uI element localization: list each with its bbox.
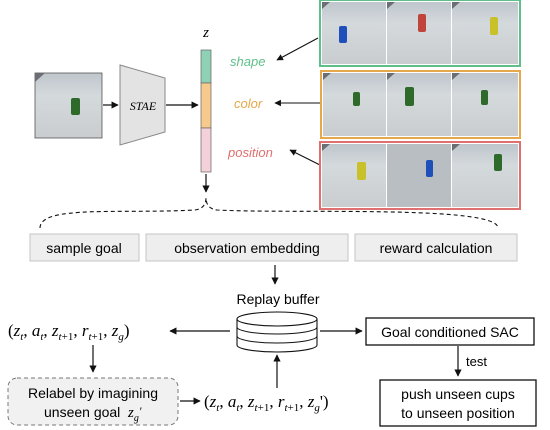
input-observation-image bbox=[34, 72, 103, 139]
sac-label: Goal conditioned SAC bbox=[381, 324, 519, 340]
relabel-goal-symbol: zg' bbox=[127, 404, 142, 424]
result-line1: push unseen cups bbox=[401, 386, 515, 402]
relabel-line1: Relabel by imagining bbox=[28, 385, 158, 401]
shape-image-row bbox=[319, 0, 521, 67]
sac-box: Goal conditioned SAC bbox=[365, 317, 535, 346]
latent-color-segment bbox=[200, 82, 212, 129]
tuple-bottom: (zt, at, zt+1, rt+1, zg') bbox=[204, 392, 329, 414]
module-observation-embedding: observation embedding bbox=[145, 233, 349, 262]
test-label: test bbox=[466, 354, 487, 369]
latent-vector bbox=[200, 49, 212, 173]
latent-shape-segment bbox=[200, 49, 212, 84]
tuple-left: (zt, at, zt+1, rt+1, zg) bbox=[8, 321, 130, 343]
factor-label-shape: shape bbox=[230, 54, 265, 69]
cup-red bbox=[418, 14, 426, 32]
encoder-block: STAE bbox=[119, 64, 166, 146]
latent-position-segment bbox=[200, 127, 212, 173]
module-sample-goal-label: sample goal bbox=[46, 240, 122, 256]
color-image-row bbox=[320, 70, 521, 139]
position-image-row bbox=[319, 141, 521, 210]
result-box: push unseen cups to unseen position bbox=[379, 379, 537, 427]
latent-label: z bbox=[202, 25, 209, 41]
cup-yellow bbox=[490, 17, 498, 35]
encoder-label: STAE bbox=[130, 99, 157, 113]
arrow-shape-row bbox=[276, 37, 319, 61]
relabel-box: Relabel by imagining unseen goal zg' bbox=[7, 377, 179, 426]
replay-buffer-icon bbox=[236, 311, 318, 353]
module-reward-calculation-label: reward calculation bbox=[380, 240, 493, 256]
factor-label-position: position bbox=[227, 145, 273, 160]
cup-blue bbox=[339, 26, 347, 43]
relabel-line2: unseen goal bbox=[44, 404, 120, 420]
cup-green bbox=[71, 98, 80, 115]
result-line2: to unseen position bbox=[401, 405, 515, 421]
module-sample-goal: sample goal bbox=[29, 233, 140, 262]
arrow-position-row bbox=[289, 149, 321, 166]
module-observation-embedding-label: observation embedding bbox=[174, 240, 320, 256]
factor-label-color: color bbox=[234, 96, 263, 111]
replay-buffer-label: Replay buffer bbox=[236, 291, 319, 307]
module-reward-calculation: reward calculation bbox=[354, 233, 518, 262]
dashed-brace bbox=[39, 197, 499, 229]
